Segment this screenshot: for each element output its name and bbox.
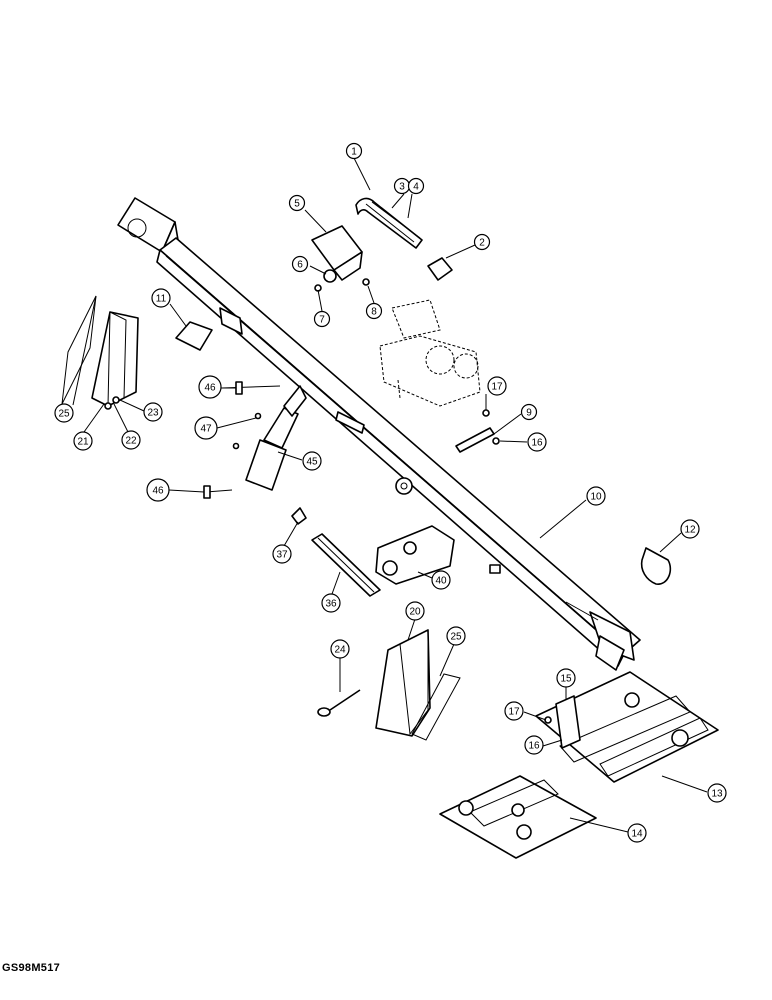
callout-16: 16 bbox=[527, 432, 547, 452]
svg-text:16: 16 bbox=[531, 438, 543, 449]
callout-46: 46 bbox=[146, 478, 170, 502]
svg-text:15: 15 bbox=[560, 674, 572, 685]
callout-14: 14 bbox=[627, 823, 647, 843]
svg-text:20: 20 bbox=[409, 607, 421, 618]
svg-text:24: 24 bbox=[334, 645, 346, 656]
callout-21: 21 bbox=[73, 431, 93, 451]
callout-25: 25 bbox=[54, 403, 74, 423]
callout-25: 25 bbox=[446, 626, 466, 646]
svg-text:21: 21 bbox=[77, 437, 89, 448]
callout-47: 47 bbox=[194, 416, 218, 440]
lower-chain-parts bbox=[291, 507, 455, 597]
svg-text:36: 36 bbox=[325, 599, 337, 610]
svg-text:8: 8 bbox=[371, 307, 377, 318]
svg-text:22: 22 bbox=[125, 436, 137, 447]
callout-2: 2 bbox=[473, 233, 491, 251]
svg-text:16: 16 bbox=[528, 741, 540, 752]
svg-text:17: 17 bbox=[491, 382, 503, 393]
svg-text:14: 14 bbox=[631, 829, 643, 840]
callout-10: 10 bbox=[586, 486, 606, 506]
svg-text:9: 9 bbox=[526, 408, 532, 419]
svg-text:46: 46 bbox=[152, 486, 164, 497]
svg-text:40: 40 bbox=[435, 576, 447, 587]
callout-15: 15 bbox=[556, 668, 576, 688]
svg-text:4: 4 bbox=[413, 182, 419, 193]
callout-12: 12 bbox=[680, 519, 700, 539]
callout-46: 46 bbox=[198, 375, 222, 399]
leader-lines bbox=[72, 157, 708, 833]
callout-17: 17 bbox=[504, 701, 524, 721]
callout-8: 8 bbox=[365, 302, 383, 320]
clip-part bbox=[640, 547, 672, 585]
callout-1: 1 bbox=[345, 142, 363, 160]
svg-text:45: 45 bbox=[306, 457, 318, 468]
svg-text:12: 12 bbox=[684, 525, 696, 536]
svg-text:1: 1 bbox=[351, 147, 357, 158]
callout-7: 7 bbox=[313, 310, 331, 328]
svg-text:25: 25 bbox=[450, 632, 462, 643]
callout-6: 6 bbox=[291, 255, 309, 273]
chain-guide-parts bbox=[311, 197, 453, 292]
svg-text:47: 47 bbox=[200, 424, 212, 435]
svg-text:13: 13 bbox=[711, 789, 723, 800]
callout-23: 23 bbox=[143, 402, 163, 422]
boom-assembly bbox=[117, 197, 641, 671]
svg-text:3: 3 bbox=[399, 182, 405, 193]
svg-text:37: 37 bbox=[276, 550, 288, 561]
callout-11: 11 bbox=[151, 288, 171, 308]
callout-16: 16 bbox=[524, 735, 544, 755]
svg-text:46: 46 bbox=[204, 383, 216, 394]
base-frames bbox=[439, 671, 719, 859]
cylinder-parts bbox=[203, 381, 307, 499]
svg-text:17: 17 bbox=[508, 707, 520, 718]
callout-3: 3 bbox=[393, 177, 411, 195]
callout-20: 20 bbox=[405, 601, 425, 621]
drive-motor-reference bbox=[379, 299, 481, 407]
callout-balloons: 1 2 3 4 5 6 7 8 9 10 11 12 13 14 15 16 1… bbox=[54, 142, 727, 843]
svg-text:6: 6 bbox=[297, 260, 303, 271]
pins-hardware bbox=[455, 409, 500, 453]
callout-45: 45 bbox=[302, 451, 322, 471]
left-guard-parts bbox=[61, 295, 213, 410]
callout-22: 22 bbox=[121, 430, 141, 450]
callout-36: 36 bbox=[321, 593, 341, 613]
callout-37: 37 bbox=[272, 544, 292, 564]
callout-9: 9 bbox=[520, 403, 538, 421]
svg-text:23: 23 bbox=[147, 408, 159, 419]
svg-text:5: 5 bbox=[294, 199, 300, 210]
svg-text:11: 11 bbox=[156, 294, 167, 305]
callout-13: 13 bbox=[707, 783, 727, 803]
lower-guard-parts bbox=[317, 629, 461, 741]
callout-4: 4 bbox=[407, 177, 425, 195]
svg-text:25: 25 bbox=[58, 409, 70, 420]
callout-24: 24 bbox=[330, 639, 350, 659]
callout-17: 17 bbox=[487, 376, 507, 396]
callout-40: 40 bbox=[431, 570, 451, 590]
svg-text:7: 7 bbox=[319, 315, 325, 326]
figure-id-label: GS98M517 bbox=[2, 962, 61, 974]
svg-text:2: 2 bbox=[479, 238, 485, 249]
svg-text:10: 10 bbox=[590, 492, 602, 503]
callout-5: 5 bbox=[288, 194, 306, 212]
